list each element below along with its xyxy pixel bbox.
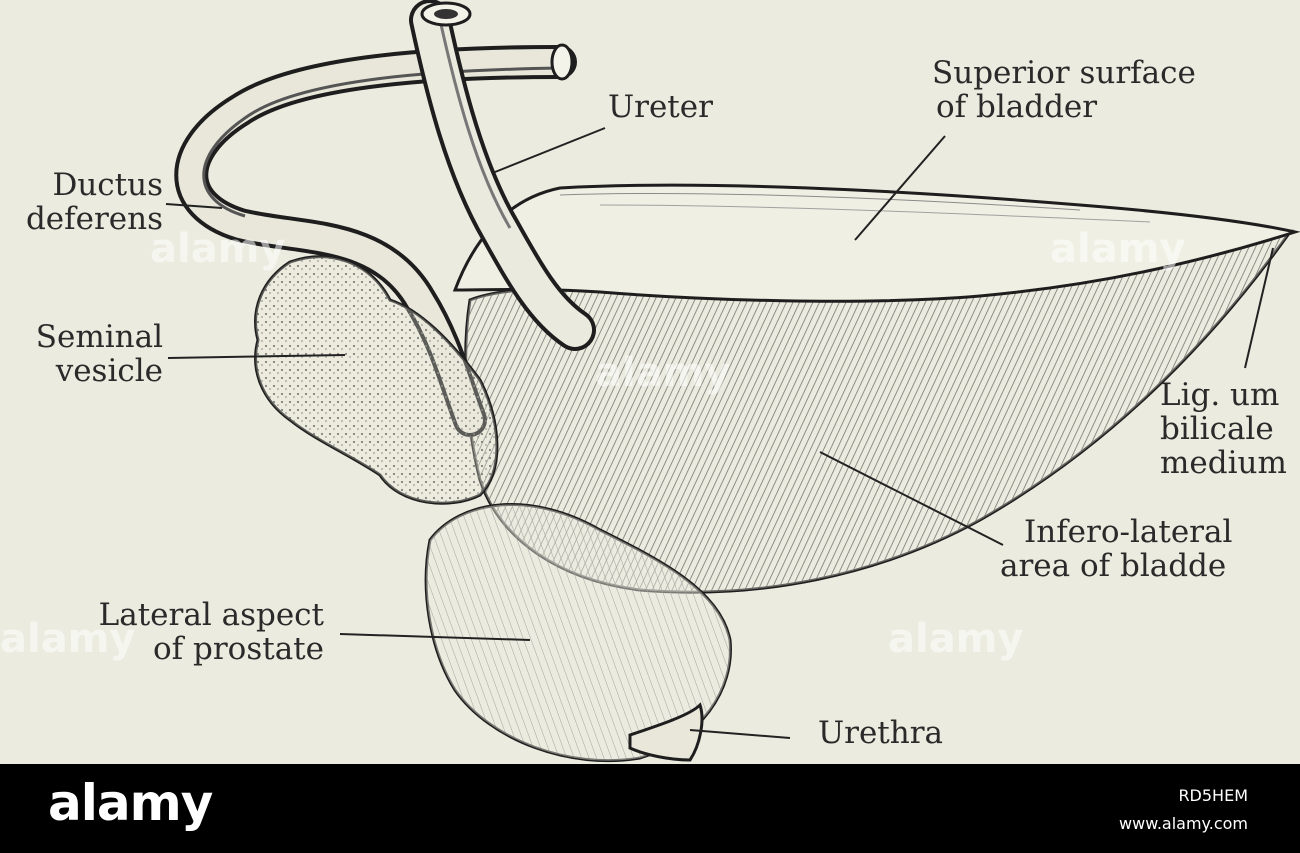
seminal-vesicle-shape: [254, 255, 499, 505]
watermark: alamy: [595, 350, 731, 396]
label-ductus-deferens: Ductus deferens: [25, 167, 163, 237]
label-urethra: Urethra: [818, 715, 944, 751]
watermark: alamy: [150, 226, 286, 272]
label-superior-surface: Superior surface of bladder: [932, 55, 1196, 125]
brand-logo[interactable]: alamy: [48, 774, 213, 832]
urethra-shape: [628, 702, 704, 762]
label-infero-lateral: Infero-lateral area of bladde: [1000, 514, 1233, 584]
superior-surface: [452, 183, 1300, 303]
image-id: RD5HEM: [1178, 786, 1248, 805]
watermark: alamy: [0, 616, 136, 662]
watermark: alamy: [888, 616, 1024, 662]
site-url[interactable]: www.alamy.com: [1119, 814, 1248, 833]
anatomical-plate: Ureter Superior surface of bladder Ductu…: [0, 0, 1300, 764]
prostate-shape: [424, 503, 732, 763]
label-seminal-vesicle: Seminal vesicle: [35, 319, 163, 389]
footer-bar: alamy RD5HEM www.alamy.com: [0, 764, 1300, 853]
leader-lines: [165, 127, 1274, 739]
label-lateral-prostate: Lateral aspect of prostate: [98, 597, 324, 667]
bladder-illustration: [165, 0, 1300, 763]
watermark: alamy: [1050, 226, 1186, 272]
label-lig-umbilicale: Lig. um bilicale medium: [1160, 377, 1287, 481]
label-ureter: Ureter: [608, 89, 713, 125]
